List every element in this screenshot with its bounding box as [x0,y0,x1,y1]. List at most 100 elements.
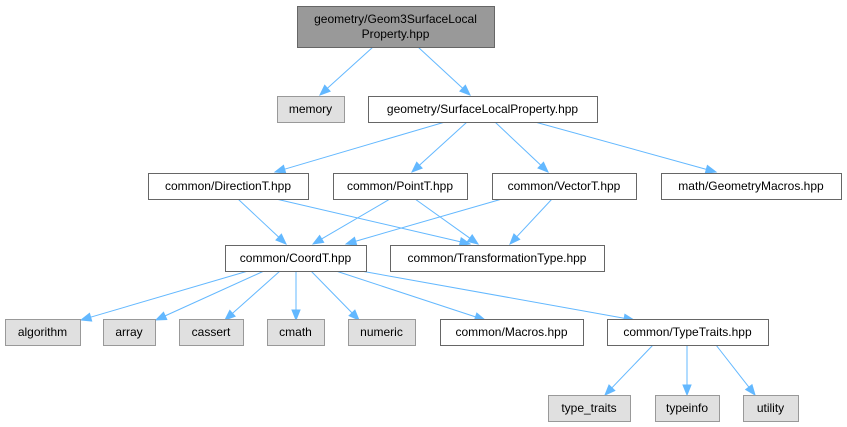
edge-arrowhead [154,311,168,321]
edge-type-traits-hpp-to-typeinfo [682,345,692,397]
edge-arrowhead [273,164,287,174]
node-box [743,395,799,422]
node-macros[interactable]: common/Macros.hpp [440,319,584,346]
node-box [333,173,468,200]
node-box [5,319,81,346]
edge-arrowhead [704,164,718,174]
edge-direction-t-to-transformation-type [275,198,472,247]
edge-coord-t-to-cmath [291,271,301,322]
edge-coord-t-to-cassert [223,270,281,321]
edge-arrowhead [223,309,236,321]
edge-line [327,46,374,89]
node-label: common/VectorT.hpp [508,179,621,193]
graph-edges [79,46,756,397]
node-surface-local-property[interactable]: geometry/SurfaceLocalProperty.hpp [368,96,598,123]
node-transformation-type[interactable]: common/TransformationType.hpp [390,245,605,272]
edge-line [284,121,446,170]
node-type-traits[interactable]: type_traits [548,395,631,422]
edge-direction-t-to-coord-t [237,198,287,245]
edge-root-to-memory [319,46,374,96]
edge-line [414,198,471,239]
node-numeric[interactable]: numeric [348,319,416,346]
edge-point-t-to-coord-t [311,198,391,245]
node-memory[interactable]: memory [277,96,345,123]
edge-line [611,344,654,389]
node-box [607,319,769,346]
edge-line [419,121,468,166]
edge-root-to-surface-local-property [417,46,471,96]
edge-line [335,270,476,318]
node-label: cmath [279,325,312,339]
node-box [179,319,244,346]
edge-type-traits-hpp-to-utility [715,344,756,397]
node-coord-t[interactable]: common/CoordT.hpp [225,245,367,272]
node-vector-t[interactable]: common/VectorT.hpp [492,173,637,200]
node-box [548,395,631,422]
node-label: geometry/SurfaceLocalProperty.hpp [387,102,579,116]
edge-line [232,270,281,314]
node-label: common/PointT.hpp [347,179,453,193]
edge-arrowhead [744,383,756,397]
edge-vector-t-to-transformation-type [509,198,553,245]
node-cmath[interactable]: cmath [267,319,325,346]
node-box [655,395,720,422]
edge-arrowhead [604,384,616,396]
edge-line [360,270,625,319]
edge-coord-t-to-macros [335,270,487,322]
node-label: Property.hpp [362,27,430,41]
node-label: common/TransformationType.hpp [408,251,587,265]
node-typeinfo[interactable]: typeinfo [655,395,720,422]
node-label: algorithm [18,325,67,339]
node-type-traits-hpp[interactable]: common/TypeTraits.hpp [607,319,769,346]
edge-surface-local-property-to-geometry-macros [534,121,718,174]
node-box [390,245,605,272]
edge-line [494,121,542,166]
node-label: array [115,325,142,339]
edge-coord-t-to-algorithm [79,270,249,322]
edge-line [90,270,249,318]
edge-arrowhead [459,84,471,96]
edge-arrowhead [344,236,358,246]
edge-arrowhead [509,233,521,245]
node-label: common/DirectionT.hpp [165,179,291,193]
node-label: utility [757,401,784,415]
node-label: type_traits [561,401,616,415]
edge-arrowhead [466,234,480,245]
edge-line [321,198,391,240]
node-label: cassert [192,325,231,339]
edge-type-traits-hpp-to-type-traits [604,344,654,396]
node-point-t[interactable]: common/PointT.hpp [333,173,468,200]
node-array[interactable]: array [103,319,156,346]
node-box [267,319,325,346]
edge-line [275,198,461,243]
edge-coord-t-to-array [154,270,265,321]
edge-line [534,121,707,170]
node-label: common/CoordT.hpp [240,251,352,265]
node-utility[interactable]: utility [743,395,799,422]
node-box [103,319,156,346]
edge-line [237,198,280,238]
node-box [661,173,842,200]
edge-arrowhead [411,161,423,173]
node-box [348,319,416,346]
edge-arrowhead [319,84,331,96]
node-box [277,96,345,123]
node-algorithm[interactable]: algorithm [5,319,81,346]
edge-surface-local-property-to-vector-t [494,121,549,173]
edge-surface-local-property-to-direction-t [273,121,446,174]
node-geometry-macros[interactable]: math/GeometryMacros.hpp [661,173,842,200]
edge-line [417,46,463,89]
node-box [368,96,598,123]
node-direction-t[interactable]: common/DirectionT.hpp [148,173,309,200]
node-label: math/GeometryMacros.hpp [678,179,824,193]
node-label: memory [289,102,332,116]
node-box [492,173,637,200]
node-cassert[interactable]: cassert [179,319,244,346]
edge-line [164,270,265,317]
edge-arrowhead [682,384,692,397]
edge-coord-t-to-numeric [310,270,360,321]
edge-arrowhead [348,309,360,321]
